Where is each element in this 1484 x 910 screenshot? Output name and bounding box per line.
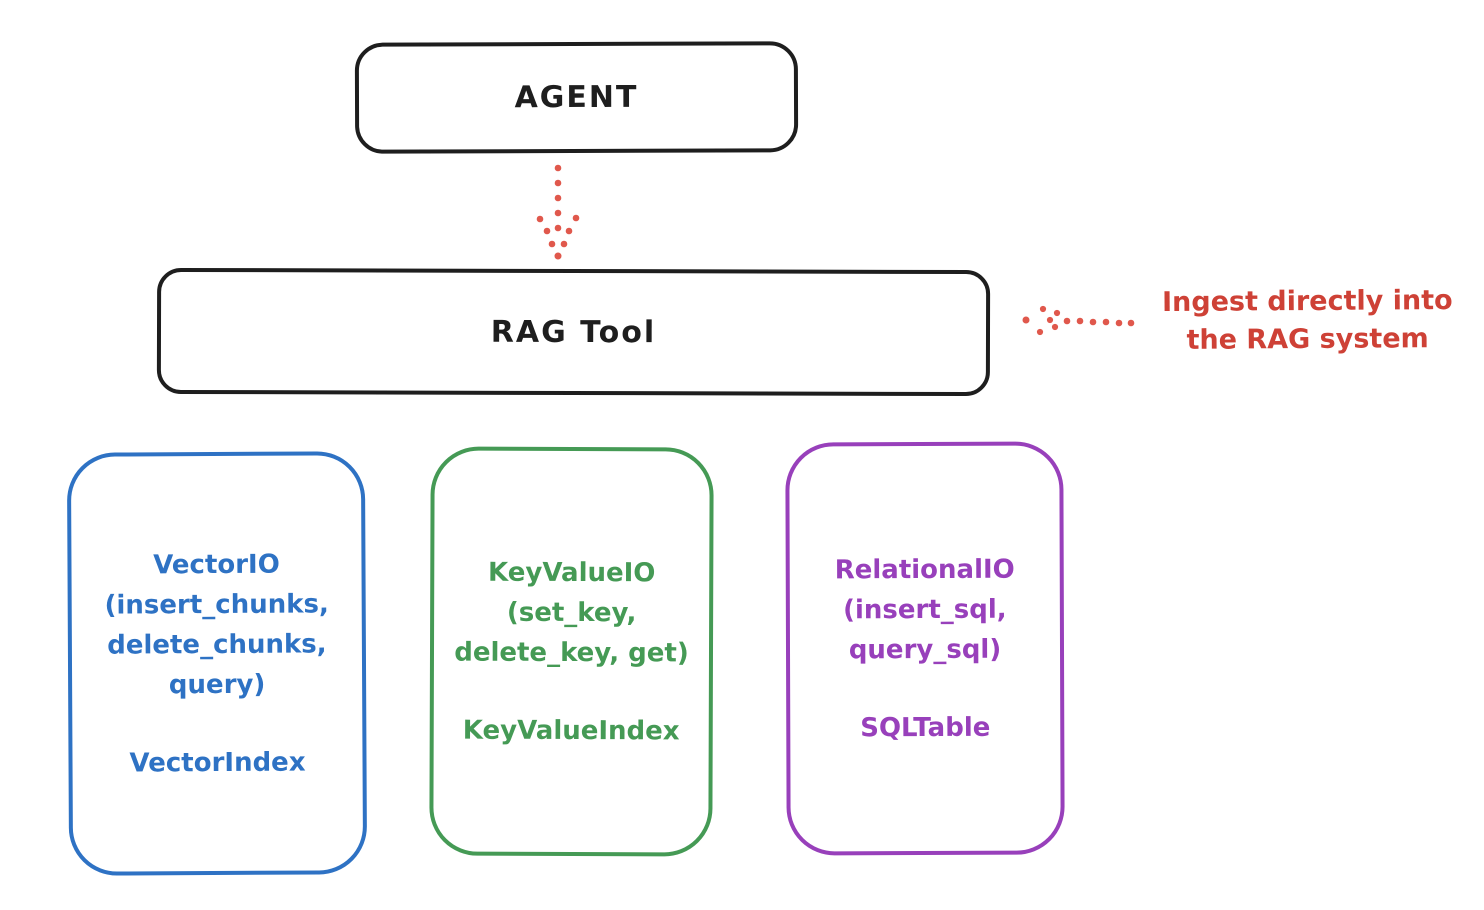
rag-tool-node: RAG Tool [156,267,991,397]
ingest-arrow-icon [1022,305,1135,336]
sql-table-label: SQLTable [860,712,991,743]
vector-index-label: VectorIndex [129,747,306,778]
keyvalue-index-label: KeyValueIndex [462,715,680,746]
keyvalue-io-node: KeyValueIO (set_key, delete_key, get) Ke… [429,446,714,857]
keyvalue-io-methods-label: KeyValueIO (set_key, delete_key, get) [454,557,689,668]
agent-node: AGENT [354,41,799,154]
agent-label: AGENT [514,79,639,116]
ingest-annotation-text: Ingest directly into the RAG system [1161,284,1453,356]
vector-io-methods-label: VectorIO (insert_chunks, delete_chunks, … [104,549,329,700]
relational-io-node: RelationalIO (insert_sql, query_sql) SQL… [785,441,1065,856]
agent-to-rag-arrow-icon [536,164,580,260]
relational-io-methods-label: RelationalIO (insert_sql, query_sql) [834,554,1015,665]
vector-io-node: VectorIO (insert_chunks, delete_chunks, … [66,451,368,876]
rag-tool-label: RAG Tool [490,314,657,350]
